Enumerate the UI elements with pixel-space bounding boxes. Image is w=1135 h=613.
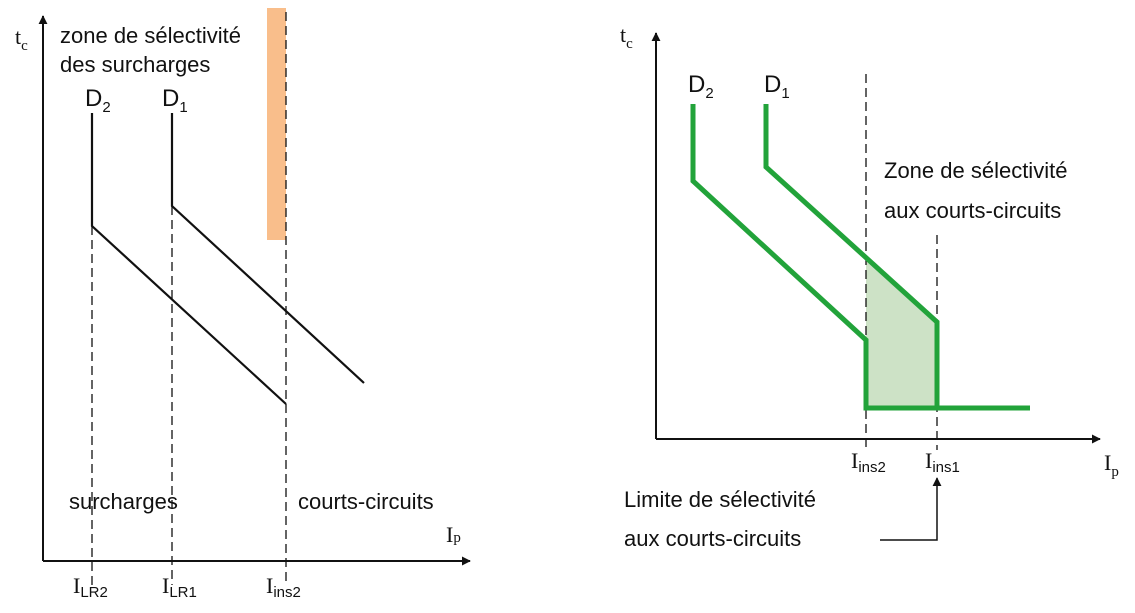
x-axis-label: Ip [446,522,461,547]
curve-d1-right [763,104,940,408]
tick-label-ilr2: ILR2 [73,573,108,601]
tick-label-ins1-right: Iins1 [925,448,960,476]
overload-zone-title-line1: zone de sélectivité [60,23,241,48]
curve-label-d2: D2 [85,85,111,116]
left-diagram: tc Ip zone de sélectivité des surcharges… [15,8,471,601]
curve-d2-right [690,104,1030,411]
tick-label-ins2: Iins2 [266,573,301,601]
selectivity-limit-label-line2: aux courts-circuits [624,526,801,551]
right-diagram: tc Ip D2 D1 Zone de sélectivité aux cour… [620,22,1119,551]
overload-zone-title-line2: des surcharges [60,52,210,77]
curve-label-d2-right: D2 [688,71,714,102]
short-circuit-selectivity-zone [866,258,937,408]
limit-leader-arrow [880,477,942,541]
selectivity-limit-label-line1: Limite de sélectivité [624,487,816,512]
y-axis-label: tc [15,24,28,54]
region-label-short-circuits: courts-circuits [298,489,434,514]
curve-label-d1: D1 [162,85,188,116]
tick-label-ilr1: ILR1 [162,573,197,601]
short-circuit-zone-label-line2: aux courts-circuits [884,198,1061,223]
curve-label-d1-right: D1 [764,71,790,102]
region-label-overloads: surcharges [69,489,178,514]
short-circuit-zone-label-line1: Zone de sélectivité [884,158,1067,183]
y-axis-label-right: tc [620,22,633,52]
tick-label-ins2-right: Iins2 [851,448,886,476]
overload-selectivity-zone [267,8,286,240]
x-axis-label-right: Ip [1104,450,1119,480]
curve-d1 [170,113,365,384]
curve-d2 [90,113,287,405]
